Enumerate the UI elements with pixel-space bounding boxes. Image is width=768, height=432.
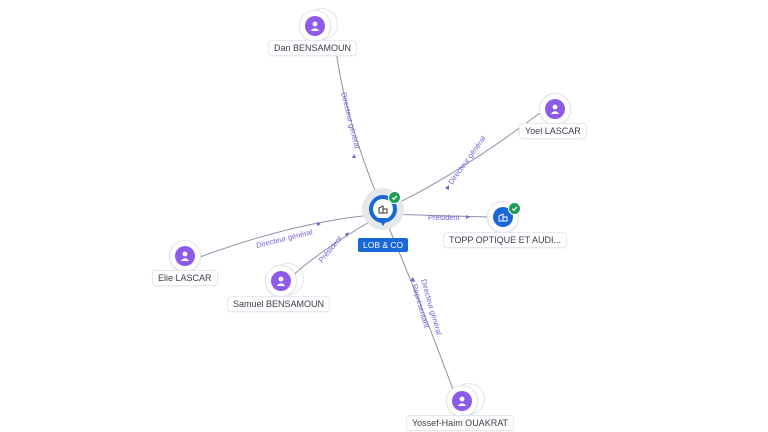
center-company-label[interactable]: LOB & CO [358,238,409,252]
person-icon [452,391,472,411]
building-icon [373,199,393,219]
person-node-elie[interactable] [170,241,200,271]
verified-check-icon [388,191,401,204]
edge-yossef [382,213,456,396]
building-icon [493,207,513,227]
person-node-samuel[interactable] [266,264,303,296]
verified-check-icon [508,202,521,215]
edge-label-topp: Président [428,213,461,222]
person-label-samuel[interactable]: Samuel BENSAMOUN [228,297,330,311]
edge-arrow-dan [352,154,356,158]
person-label-yossef[interactable]: Yossef-Haim OUAKRAT [407,416,514,430]
person-icon [271,271,291,291]
person-label-dan[interactable]: Dan BENSAMOUN [269,41,357,55]
person-node-yossef[interactable] [447,384,484,416]
edge-label-dan: Directeur général [339,91,362,149]
map-pin-icon [369,195,397,226]
person-node-dan[interactable] [300,9,337,41]
edge-label-yoel: Directeur général [446,134,487,186]
person-icon [545,99,565,119]
person-icon [175,246,195,266]
edge-arrow-topp [466,215,470,219]
edge-arrow-elie [317,222,321,226]
edge-arrow-yossef [410,277,415,282]
company-label-topp[interactable]: TOPP OPTIQUE ET AUDI... [444,233,567,247]
person-label-yoel[interactable]: Yoel LASCAR [520,124,586,138]
company-node-topp[interactable] [488,202,521,232]
person-node-yoel[interactable] [540,94,570,124]
person-label-elie[interactable]: Elie LASCAR [153,271,217,285]
edge-arrow-yoel [445,185,449,190]
person-icon [305,16,325,36]
edge-label-samuel: Président [317,234,345,265]
edge-arrow-samuel [345,232,349,237]
edge-dan [335,49,384,211]
center-company-node[interactable] [362,188,404,230]
